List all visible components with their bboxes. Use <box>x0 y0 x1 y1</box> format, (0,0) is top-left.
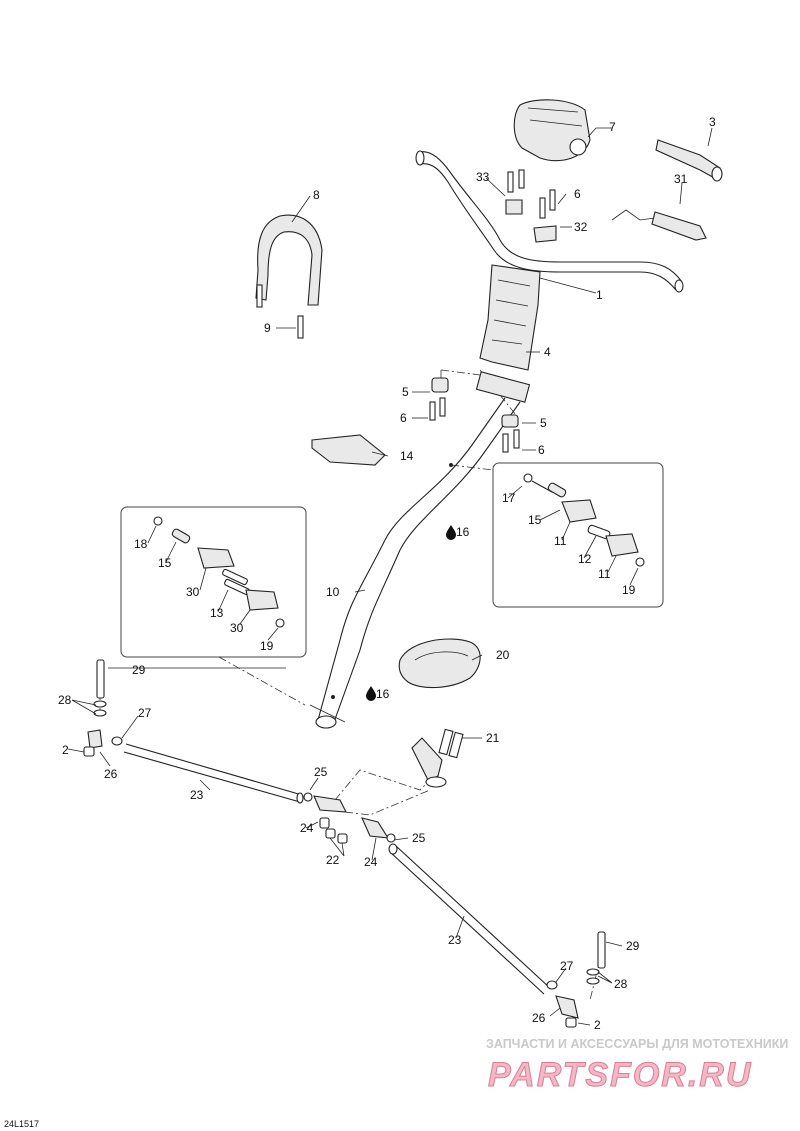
callout-28: 28 <box>614 977 628 991</box>
callout-10: 10 <box>326 585 340 599</box>
callout-30: 30 <box>230 621 244 635</box>
callout-29: 29 <box>132 663 146 677</box>
callout-31: 31 <box>674 172 688 186</box>
callout-9: 9 <box>264 321 271 335</box>
callout-11: 11 <box>554 534 567 548</box>
callout-16: 16 <box>456 525 470 539</box>
callout-24: 24 <box>364 855 378 869</box>
callout-6: 6 <box>400 411 407 425</box>
callout-19: 19 <box>622 583 636 597</box>
callout-7: 7 <box>609 120 616 134</box>
callout-30: 30 <box>186 585 200 599</box>
tie-rod-left <box>123 743 304 804</box>
callout-27: 27 <box>560 959 574 973</box>
watermark-logo: PARTSFOR.RU <box>488 1056 752 1094</box>
callout-20: 20 <box>496 648 510 662</box>
callout-27: 27 <box>138 706 152 720</box>
lubricant-drop-icon <box>366 686 376 701</box>
column-plate <box>311 434 386 466</box>
callout-26: 26 <box>104 767 118 781</box>
callout-22: 22 <box>326 853 340 867</box>
callout-29: 29 <box>626 939 640 953</box>
clamp-upper-32 <box>533 189 557 243</box>
callout-25: 25 <box>314 765 328 779</box>
lubricant-drop-icon <box>446 525 456 540</box>
callout-2: 2 <box>62 743 69 757</box>
handlebar-brace <box>255 214 323 339</box>
callout-32: 32 <box>574 220 588 234</box>
callout-17: 17 <box>502 491 516 505</box>
callout-28: 28 <box>58 693 72 707</box>
detail-box-left <box>120 506 307 658</box>
callout-6: 6 <box>538 443 545 457</box>
handlebar <box>415 150 684 293</box>
drawing-code: 24L1517 <box>4 1119 39 1129</box>
callout-2: 2 <box>594 1018 601 1032</box>
callout-12: 12 <box>578 552 592 566</box>
assembly-lines <box>99 369 601 1001</box>
detail-left-parts <box>153 516 285 628</box>
callout-26: 26 <box>532 1011 546 1025</box>
pitman-arm <box>411 728 464 788</box>
tie-rod-hardware <box>83 659 606 1028</box>
grip-heated-left <box>611 209 707 241</box>
callout-11: 11 <box>598 567 611 581</box>
callout-6: 6 <box>574 187 581 201</box>
callout-18: 18 <box>134 537 148 551</box>
tie-rod-right <box>388 843 551 995</box>
leader-lines <box>67 127 713 1026</box>
callout-8: 8 <box>313 188 320 202</box>
callout-21: 21 <box>486 731 500 745</box>
callout-23: 23 <box>448 933 462 947</box>
column-boot <box>398 638 481 689</box>
callout-5: 5 <box>540 416 547 430</box>
handlebar-cover <box>513 99 591 162</box>
callout-3: 3 <box>709 115 716 129</box>
steering-column <box>309 371 531 729</box>
callout-33: 33 <box>476 170 490 184</box>
clamp-upper-33 <box>505 169 525 215</box>
callout-labels: 1 2 2 3 4 5 5 6 6 6 7 8 9 10 11 11 12 13… <box>58 115 716 1032</box>
callout-13: 13 <box>210 606 224 620</box>
callout-15: 15 <box>528 513 542 527</box>
callout-25: 25 <box>412 831 426 845</box>
callout-5: 5 <box>402 385 409 399</box>
callout-4: 4 <box>544 345 551 359</box>
clamp-block-right <box>501 414 520 453</box>
watermark-subtitle: ЗАПЧАСТИ И АКСЕССУАРЫ ДЛЯ МОТОТЕХНИКИ <box>486 1037 788 1051</box>
callout-15: 15 <box>158 556 172 570</box>
clamp-block-left <box>429 377 449 421</box>
callout-14: 14 <box>400 449 414 463</box>
detail-box-right <box>492 462 664 608</box>
handlebar-riser <box>479 264 541 371</box>
grip-right <box>655 139 723 182</box>
callout-24: 24 <box>300 821 314 835</box>
callout-16: 16 <box>376 687 390 701</box>
callout-23: 23 <box>190 788 204 802</box>
callout-19: 19 <box>260 639 274 653</box>
detail-right-parts <box>523 473 645 567</box>
callout-1: 1 <box>596 288 603 302</box>
